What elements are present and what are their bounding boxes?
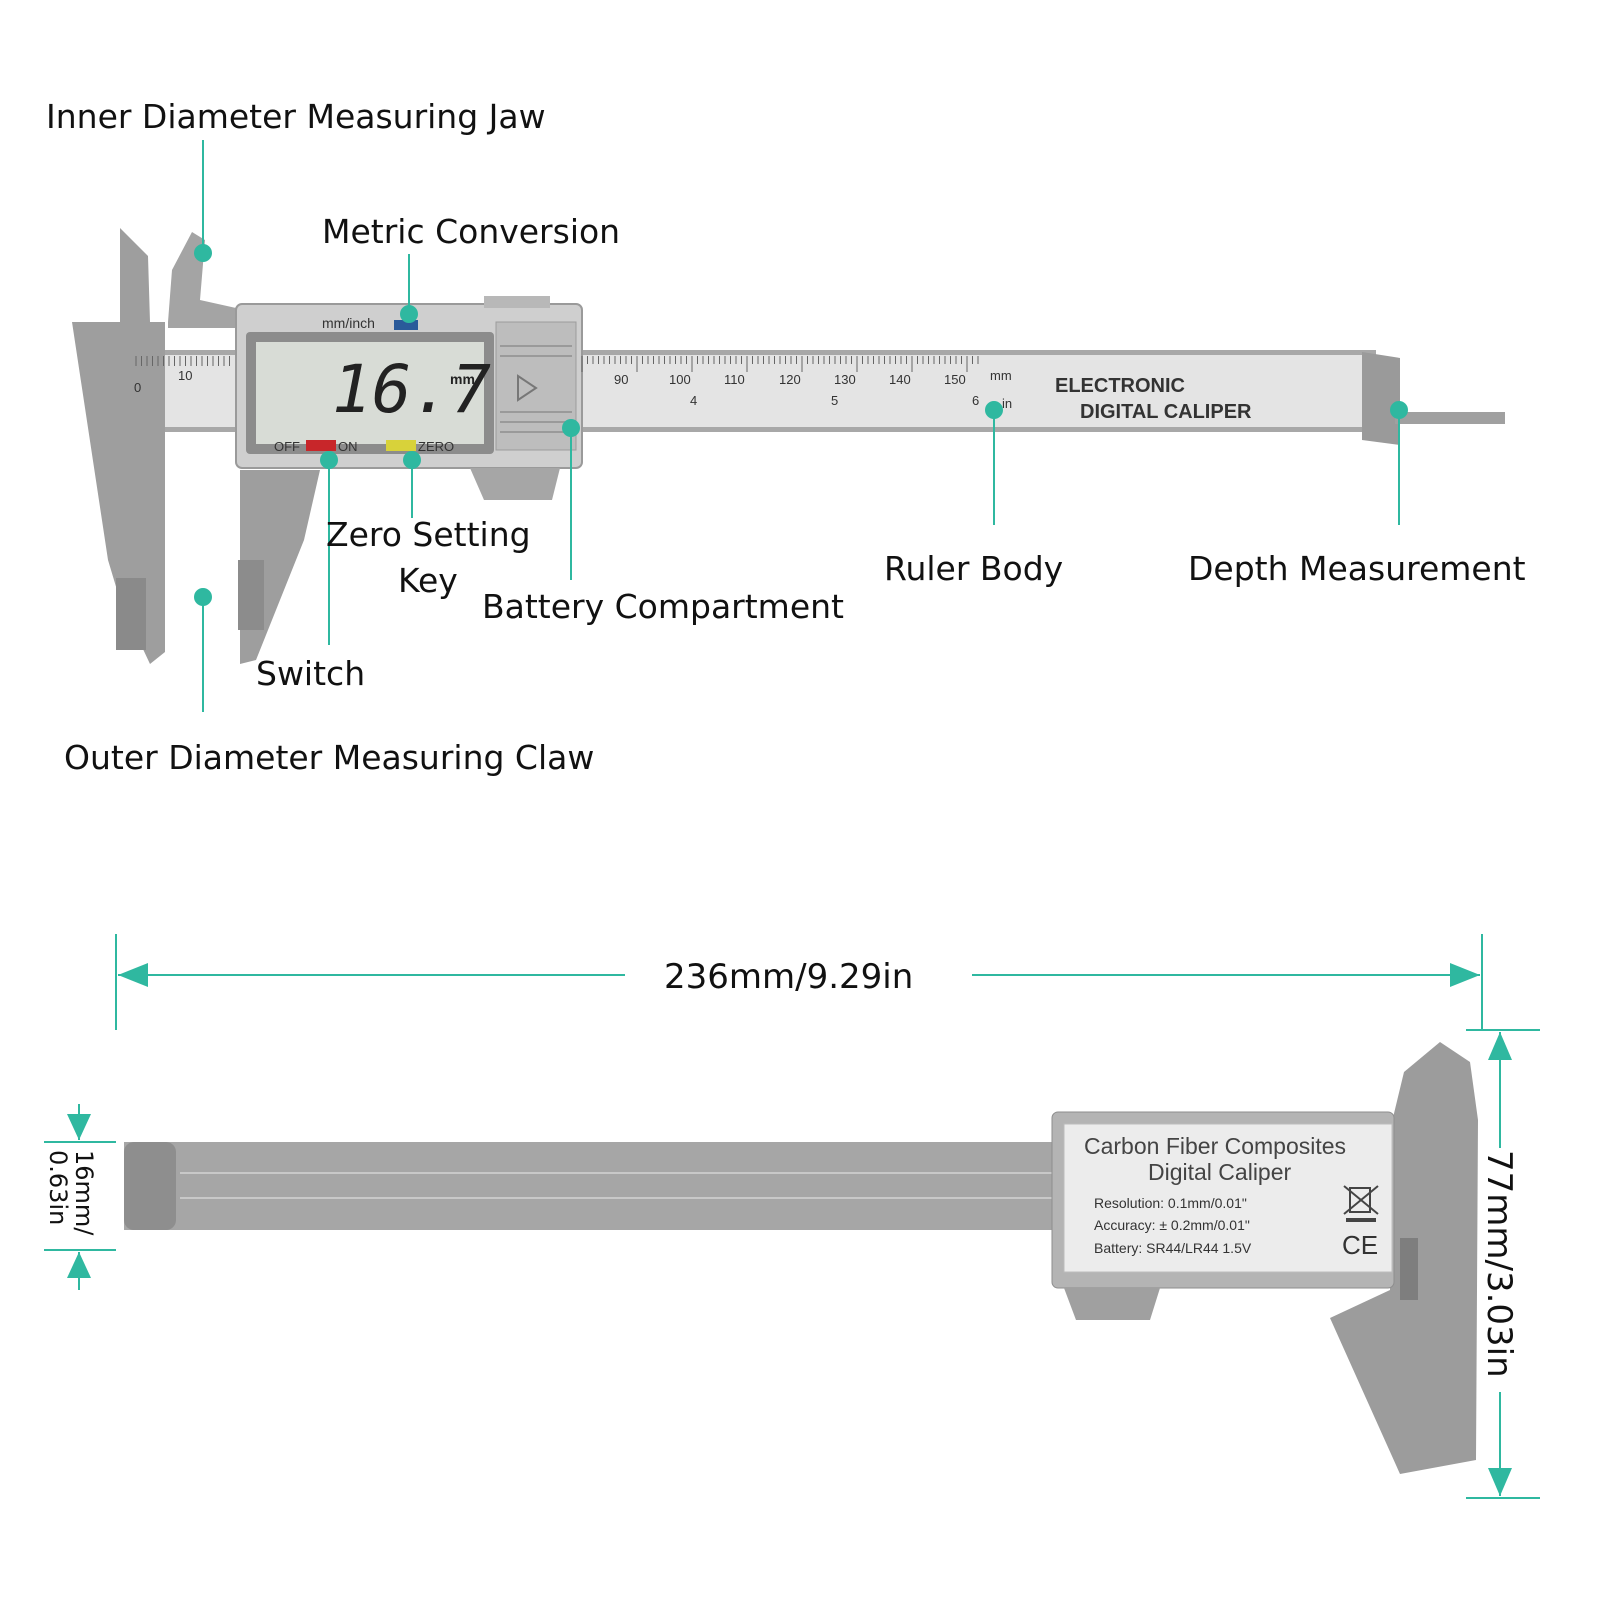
- ruler-in-label: in: [1002, 396, 1012, 411]
- ruler-end-cap: [1362, 352, 1400, 445]
- ruler-tick-lines: [135, 356, 979, 372]
- arrow-icon: [517, 374, 538, 402]
- dim-thickness-label-2: 0.63in: [44, 1150, 72, 1225]
- thumb-wheel: [470, 468, 560, 500]
- ce-mark-icon: CE: [1342, 1230, 1378, 1260]
- on-label: ON: [338, 439, 358, 454]
- callout-metric-conversion: Metric Conversion: [322, 212, 620, 251]
- ruler-mm-tick-label: 140: [889, 372, 911, 387]
- callout-switch: Switch: [256, 654, 365, 693]
- lcd-reading: 16.7: [332, 351, 491, 428]
- plate-battery: Battery: SR44/LR44 1.5V: [1094, 1240, 1252, 1256]
- inner-jaw-upper: [168, 232, 236, 328]
- ruler-in-ticks: 4 5 6: [690, 393, 979, 408]
- ruler-mm-tick-label: 150: [944, 372, 966, 387]
- off-label: OFF: [274, 439, 300, 454]
- callout-zero-setting-2: Key: [398, 561, 458, 600]
- power-button: [306, 440, 336, 451]
- plate-resolution: Resolution: 0.1mm/0.01": [1094, 1195, 1247, 1211]
- ruler-mm-tick-label: 130: [834, 372, 856, 387]
- top-roller: [484, 296, 550, 308]
- dim-thickness-label-1: 16mm/: [70, 1150, 98, 1236]
- dim-height-label: 77mm/3.03in: [1479, 1150, 1519, 1378]
- mode-label: mm/inch: [322, 315, 375, 331]
- beam-back: [124, 1142, 1084, 1230]
- ruler-mm-label: mm: [990, 368, 1012, 383]
- callout-ruler-body: Ruler Body: [884, 549, 1063, 588]
- lcd-screen: [256, 342, 484, 444]
- callout-inner-jaw: Inner Diameter Measuring Jaw: [46, 97, 546, 136]
- callout-lines: [194, 140, 1408, 712]
- fixed-jaw-notch: [116, 578, 146, 650]
- sliding-claw-notch: [238, 560, 264, 630]
- ruler-mm-tick-label: 110: [724, 372, 745, 387]
- ruler-mm-tick-label: 120: [779, 372, 801, 387]
- spec-plate: [1063, 1123, 1393, 1273]
- plate-accuracy: Accuracy: ± 0.2mm/0.01": [1094, 1217, 1250, 1233]
- bottom-thumb-wheel: [1064, 1288, 1160, 1320]
- callout-outer-claw: Outer Diameter Measuring Claw: [64, 738, 594, 777]
- ruler-mm-tick-label: 100: [669, 372, 691, 387]
- weee-bin-icon: [1343, 1185, 1379, 1222]
- plate-title-2: Digital Caliper: [1148, 1159, 1292, 1185]
- dimension-lines: [44, 934, 1540, 1499]
- callout-depth: Depth Measurement: [1188, 549, 1526, 588]
- brand-line-1: ELECTRONIC: [1055, 375, 1185, 397]
- zero-label: ZERO: [418, 439, 454, 454]
- bottom-jaw-slot: [1400, 1238, 1418, 1300]
- brand-line-2: DIGITAL CALIPER: [1080, 401, 1252, 423]
- ruler-in-tick-label: 4: [690, 393, 697, 408]
- callout-battery: Battery Compartment: [482, 587, 844, 626]
- battery-ridges: [500, 345, 572, 433]
- zero-button: [386, 440, 416, 451]
- depth-rod: [1395, 412, 1505, 424]
- bottom-caliper: Carbon Fiber Composites Digital Caliper …: [124, 1042, 1478, 1474]
- ruler-mm-tick-label: 90: [614, 372, 628, 387]
- ruler-left-tick-0: 0: [134, 380, 141, 395]
- ruler-mm-ticks: 90 100 110 120 130 140 150: [614, 372, 966, 387]
- callout-zero-setting-1: Zero Setting: [326, 515, 531, 554]
- ruler-in-tick-label: 5: [831, 393, 838, 408]
- top-caliper: mm/inch 16.7 mm OFF ON ZERO 0 10 90 100 11…: [72, 228, 1505, 664]
- ruler-left-tick-10: 10: [178, 368, 192, 383]
- dim-length-label: 236mm/9.29in: [664, 957, 913, 997]
- lcd-unit: mm: [450, 371, 475, 387]
- fixed-jaw: [72, 228, 165, 664]
- beam-end: [124, 1142, 176, 1230]
- plate-title-1: Carbon Fiber Composites: [1084, 1133, 1346, 1159]
- ruler-in-tick-label: 6: [972, 393, 979, 408]
- mode-button: [394, 320, 418, 330]
